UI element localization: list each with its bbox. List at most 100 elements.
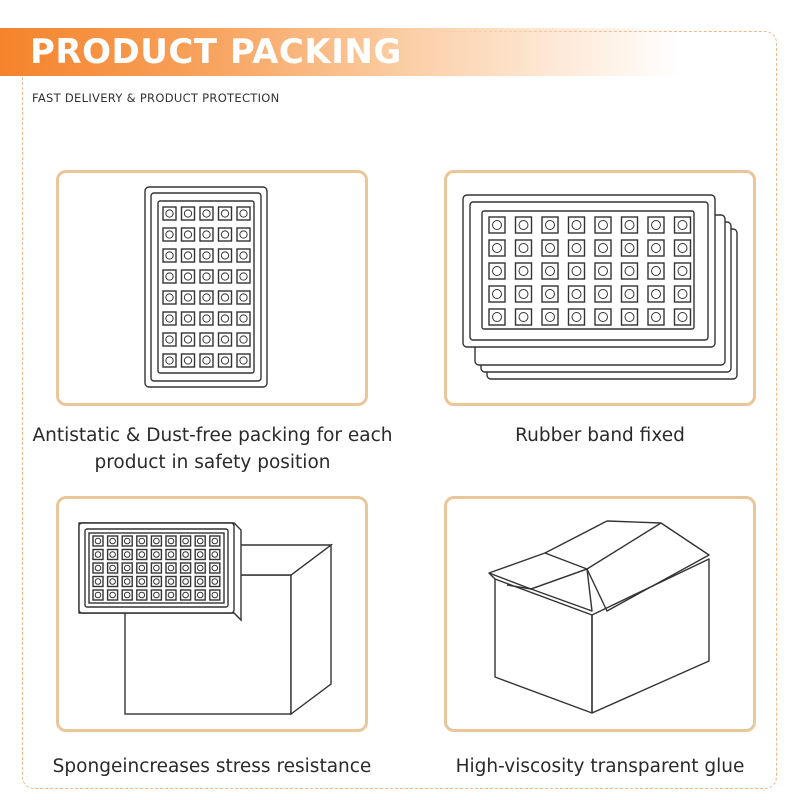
tray-cell-pocket <box>651 220 661 230</box>
tray-cell <box>514 239 533 257</box>
tray-cell-pocket <box>202 272 211 281</box>
tray-cell <box>236 248 251 263</box>
panel-sponge <box>56 496 368 732</box>
tray-cell-pocket <box>138 591 146 599</box>
tray-cell-pocket <box>518 312 529 322</box>
header-banner <box>0 28 680 76</box>
tray-cell <box>199 332 214 347</box>
tray-cell-pocket <box>196 591 204 599</box>
tray-cell <box>199 269 214 284</box>
tray-cell-pocket <box>220 356 230 365</box>
tray-cell <box>136 548 148 561</box>
tray-cell <box>594 285 612 303</box>
tray-cell-pocket <box>167 551 175 558</box>
tray-cell <box>236 206 251 221</box>
tray-cell-pocket <box>123 551 131 558</box>
tray-cell <box>106 575 119 588</box>
tray-cell <box>106 589 119 601</box>
tray-cell <box>217 227 233 242</box>
tray-cell-pocket <box>109 537 116 545</box>
tray-cell <box>179 589 192 601</box>
tray-cell-pocket <box>167 537 175 545</box>
tray-cell-pocket <box>202 209 211 218</box>
tray-cell <box>673 262 692 280</box>
tray-cell <box>541 308 559 326</box>
tray-cell <box>199 227 214 242</box>
caption-line: Spongeincreases stress resistance <box>52 756 372 777</box>
tray-cell-pocket <box>94 537 102 545</box>
tray-cell-pocket <box>211 591 219 599</box>
tray-cell <box>121 575 133 588</box>
tray-cell-pocket <box>677 312 688 322</box>
panel-caption-sponge: Spongeincreases stress resistance <box>20 753 404 780</box>
tray-cell-pocket <box>677 289 688 299</box>
tray-cell <box>217 290 233 305</box>
tray-cell <box>620 285 639 303</box>
tray-cell <box>199 311 214 326</box>
tray-cell-pocket <box>183 314 193 323</box>
tray-cell-pocket <box>182 564 189 572</box>
tray-cell-pocket <box>571 289 582 299</box>
tray-cell <box>567 216 586 234</box>
tray-cell <box>194 589 206 601</box>
page-subtitle: FAST DELIVERY & PRODUCT PROTECTION <box>32 91 280 105</box>
tray-cell-pocket <box>167 564 175 572</box>
tray-cell <box>541 285 559 303</box>
tray-cell-pocket <box>182 578 189 585</box>
tray-cell-pocket <box>109 578 116 585</box>
tray-cell-pocket <box>138 537 146 545</box>
tray-cell-pocket <box>153 578 160 585</box>
tray-cell-pocket <box>239 335 248 344</box>
tray-cell-pocket <box>545 243 555 253</box>
tray-cell <box>217 311 233 326</box>
tray-cell <box>92 548 104 561</box>
tray-cell-pocket <box>202 335 211 344</box>
tray-cell <box>162 353 177 368</box>
tray-on-box-icon <box>78 522 334 716</box>
tray-cell <box>236 311 251 326</box>
tray-cell-pocket <box>239 272 248 281</box>
tray-cell <box>121 548 133 561</box>
tray-cell <box>673 239 692 257</box>
tray-cell-pocket <box>202 356 211 365</box>
stacked-trays-icon <box>462 194 738 380</box>
tray-cell <box>514 285 533 303</box>
tray-cell <box>209 535 221 547</box>
tray-cell <box>236 290 251 305</box>
tray-cell-pocket <box>518 220 529 230</box>
tray-cell-pocket <box>183 251 193 260</box>
tray-cell-pocket <box>109 564 116 572</box>
tray-cell-pocket <box>492 266 502 276</box>
page-title: PRODUCT PACKING <box>30 32 402 72</box>
tray-cell-pocket <box>220 209 230 218</box>
tray-cell-pocket <box>123 564 131 572</box>
tray-cell-pocket <box>651 312 661 322</box>
tray-cell-pocket <box>518 243 529 253</box>
tray-cell-pocket <box>624 220 635 230</box>
tray-cell-pocket <box>196 578 204 585</box>
tray-cell-pocket <box>598 312 608 322</box>
tray-cell-pocket <box>677 243 688 253</box>
tray-cell-pocket <box>651 243 661 253</box>
tray-cell-pocket <box>220 272 230 281</box>
single-tray-icon <box>144 186 268 388</box>
tray-cell <box>514 262 533 280</box>
tray-cell-pocket <box>165 272 174 281</box>
tray-cell <box>180 206 196 221</box>
tray-cell <box>194 562 206 574</box>
tray-cell-pocket <box>220 251 230 260</box>
tray-cell-pocket <box>571 220 582 230</box>
panel-rubber-band <box>444 170 756 406</box>
tray-cell-pocket <box>598 243 608 253</box>
tray-cell-pocket <box>598 266 608 276</box>
tray-cell <box>92 575 104 588</box>
tray-cell-pocket <box>182 591 189 599</box>
tray-cell <box>194 575 206 588</box>
panel-caption-rubber-band: Rubber band fixed <box>444 422 756 449</box>
tray-cell <box>194 548 206 561</box>
tray-cell-pocket <box>220 335 230 344</box>
tray-cell <box>199 206 214 221</box>
tray-cell-pocket <box>545 266 555 276</box>
tray-cell <box>150 548 163 561</box>
tray-cell-pocket <box>202 314 211 323</box>
